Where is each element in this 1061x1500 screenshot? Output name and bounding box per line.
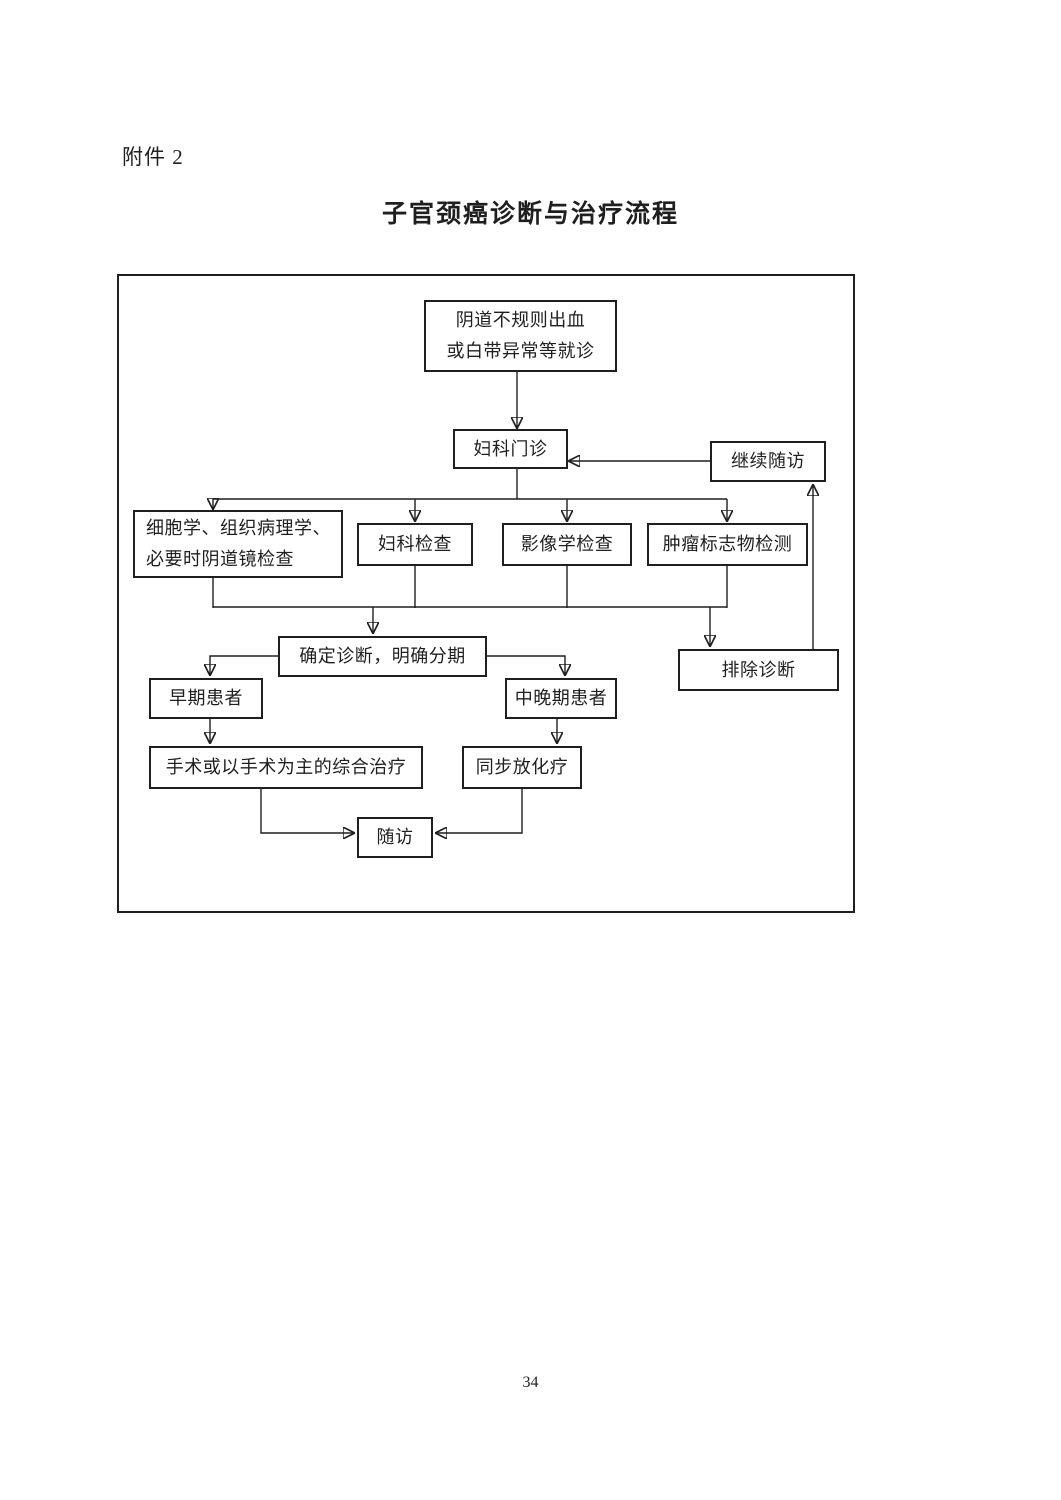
node-surgery: 手术或以手术为主的综合治疗 xyxy=(149,746,423,789)
node-gyn-clinic: 妇科门诊 xyxy=(453,429,568,469)
node-early: 早期患者 xyxy=(149,678,263,719)
attachment-label: 附件 2 xyxy=(122,145,184,169)
node-symptom: 阴道不规则出血 或白带异常等就诊 xyxy=(424,300,617,372)
page-title: 子官颈癌诊断与治疗流程 xyxy=(381,201,679,228)
node-gyn-exam: 妇科检查 xyxy=(357,523,473,566)
node-confirm: 确定诊断，明确分期 xyxy=(278,636,487,677)
node-imaging: 影像学检查 xyxy=(502,523,632,566)
page-number: 34 xyxy=(522,1374,539,1391)
node-continue-followup: 继续随访 xyxy=(710,441,826,482)
node-tumor-marker: 肿瘤标志物检测 xyxy=(647,523,808,566)
node-chemo: 同步放化疗 xyxy=(462,746,582,789)
node-followup: 随访 xyxy=(357,817,433,858)
node-cytology: 细胞学、组织病理学、 必要时阴道镜检查 xyxy=(133,510,343,578)
node-exclude: 排除诊断 xyxy=(678,649,839,691)
node-mid-late: 中晚期患者 xyxy=(505,678,617,719)
